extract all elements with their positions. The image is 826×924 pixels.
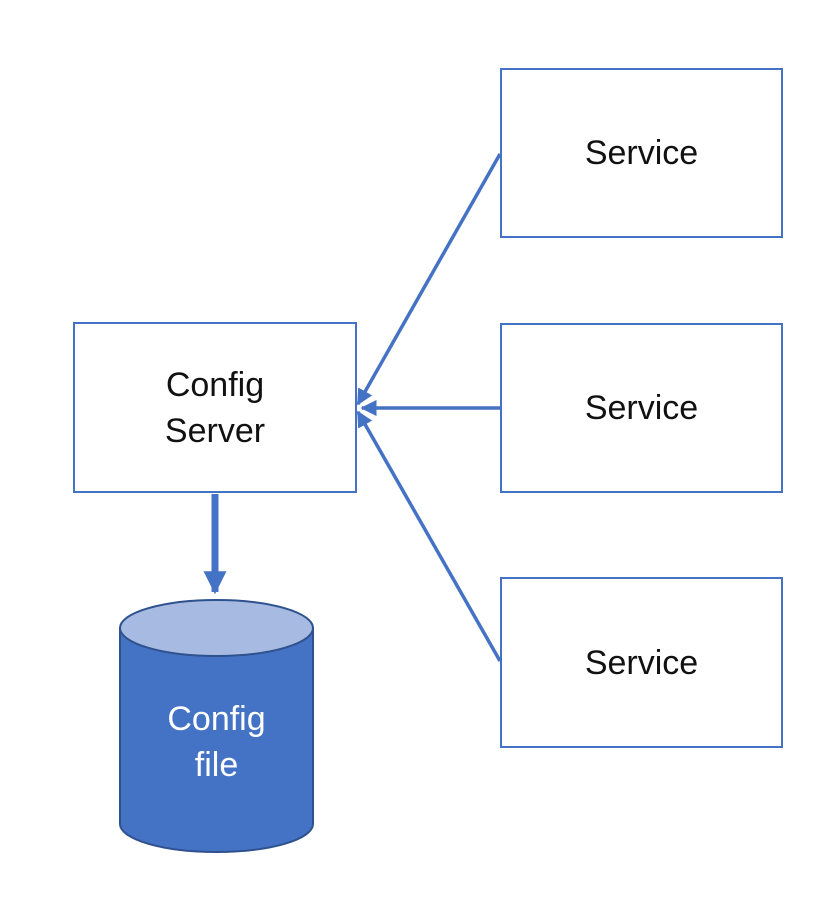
node-service-middle: Service <box>500 323 783 493</box>
service-bottom-label: Service <box>584 643 699 682</box>
edge-service-bottom-to-config-server <box>356 410 502 662</box>
edge-service-top-to-config-server <box>356 153 502 406</box>
config-server-label: Config Server <box>165 362 265 454</box>
node-config-server: Config Server <box>73 322 357 493</box>
node-service-top: Service <box>500 68 783 238</box>
config-server-label-line1: Config <box>165 365 265 404</box>
config-file-label-line1: Config <box>167 700 266 738</box>
node-service-bottom: Service <box>500 577 783 748</box>
config-server-label-line2: Server <box>164 411 266 450</box>
service-middle-label: Service <box>584 389 699 427</box>
service-top-label: Service <box>584 134 699 172</box>
node-config-file-label: Config file <box>120 600 313 852</box>
config-file-label-line2: file <box>194 746 239 784</box>
